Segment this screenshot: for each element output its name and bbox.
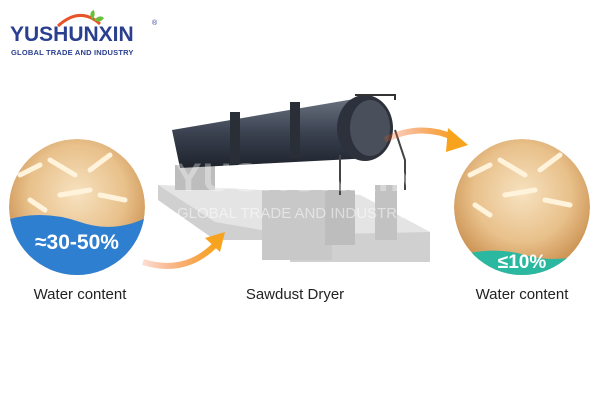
logo-name: YUSHUNXIN [10,23,134,46]
wet-sawdust-image [9,139,145,275]
sawdust-dryer-machine [158,94,430,262]
water-level-dry [454,250,590,275]
logo-registered: ® [152,20,158,27]
input-water-value: ≈30-50% [35,231,119,254]
arrow-to-dryer-head [205,232,225,252]
logo-arc [56,14,102,28]
dry-sawdust-image [454,139,590,275]
arrow-to-dryer-icon [142,242,218,269]
watermark-tagline: GLOBAL TRADE AND INDUSTRY [177,205,407,222]
logo-leaf-icon [90,10,104,22]
output-water-label: Water content [475,286,569,303]
arrow-to-output-head [446,128,468,152]
logo-tagline: GLOBAL TRADE AND INDUSTRY [11,48,134,57]
machine-label: Sawdust Dryer [245,286,345,303]
input-water-label: Water content [33,286,127,303]
output-water-value: ≤10% [497,252,547,273]
watermark-name: YUSHUNXIN [175,156,420,200]
